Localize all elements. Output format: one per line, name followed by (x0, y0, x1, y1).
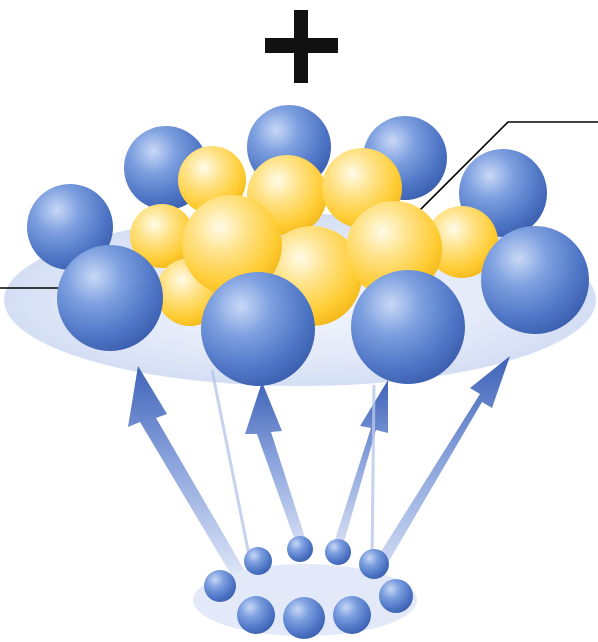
leader-line-right (394, 121, 598, 236)
outer-spheres-front (57, 226, 589, 386)
small-sphere (237, 596, 275, 634)
small-sphere (204, 570, 236, 602)
inner-sphere (426, 206, 498, 278)
plus-icon (265, 10, 338, 83)
arrow-up-icon (128, 366, 246, 578)
small-sphere (325, 539, 351, 565)
arrow-up-icon-group (128, 356, 510, 590)
outer-sphere (351, 270, 465, 384)
arrow-up-icon (245, 382, 310, 555)
inner-sphere (182, 195, 282, 295)
emitter-lines (210, 369, 376, 561)
arrow-up-icon (360, 356, 510, 590)
small-sphere (287, 536, 313, 562)
inner-sphere (130, 204, 194, 268)
inner-spheres (130, 146, 498, 326)
outer-sphere (57, 245, 163, 351)
small-sphere (333, 596, 371, 634)
small-sphere (283, 597, 325, 639)
outer-sphere (201, 272, 315, 386)
small-sphere (379, 579, 413, 613)
small-sphere (359, 549, 389, 579)
emitter-spheres (204, 536, 413, 639)
small-sphere (244, 547, 272, 575)
arrow-up-icon (330, 380, 388, 556)
outer-sphere (481, 226, 589, 334)
